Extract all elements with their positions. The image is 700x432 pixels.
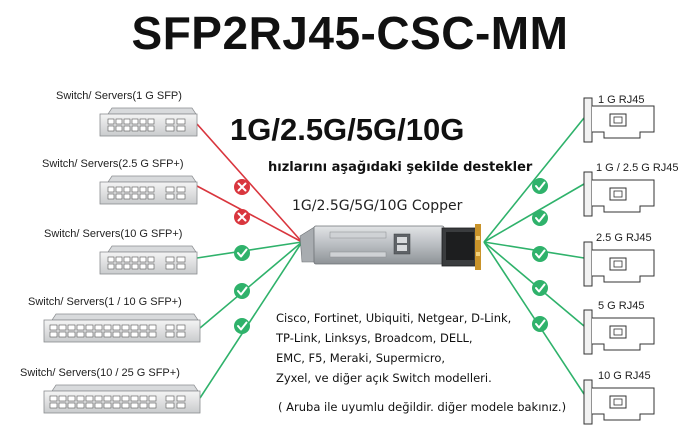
compatible-brands-list: Cisco, Fortinet, Ubiquiti, Netgear, D-Li… [276, 308, 511, 388]
switch-label-4: Switch/ Servers(1 / 10 G SFP+) [28, 296, 182, 308]
check-icon [234, 245, 250, 261]
brands-line-2: TP-Link, Linksys, Broadcom, DELL, [276, 331, 473, 345]
switch-device-4 [43, 313, 201, 343]
cross-icon [234, 179, 250, 195]
check-icon [234, 318, 250, 334]
switch-label-3: Switch/ Servers(10 G SFP+) [44, 228, 183, 240]
brands-line-4: Zyxel, ve diğer açık Switch modelleri. [276, 371, 492, 385]
nic-card-1 [583, 97, 655, 143]
check-icon [532, 280, 548, 296]
connection-line-nic-1 [483, 117, 585, 243]
check-icon [532, 246, 548, 262]
nic-card-4 [583, 309, 655, 355]
nic-label-1: 1 G RJ45 [598, 94, 645, 106]
switch-device-5 [43, 384, 201, 414]
connection-line-switch-5 [199, 241, 303, 399]
check-icon [234, 283, 250, 299]
switch-device-3 [99, 245, 198, 275]
speeds-heading: 1G/2.5G/5G/10G [230, 112, 465, 147]
switch-label-2: Switch/ Servers(2.5 G SFP+) [42, 158, 184, 170]
switch-label-5: Switch/ Servers(10 / 25 G SFP+) [20, 367, 180, 379]
nic-card-5 [583, 379, 655, 425]
switch-label-1: Switch/ Servers(1 G SFP) [56, 90, 182, 102]
switch-device-1 [99, 107, 198, 137]
page-title: SFP2RJ45-CSC-MM [131, 7, 569, 59]
check-icon [532, 178, 548, 194]
nic-card-3 [583, 241, 655, 287]
switch-device-2 [99, 175, 198, 205]
brands-line-3: EMC, F5, Meraki, Supermicro, [276, 351, 446, 365]
brands-line-1: Cisco, Fortinet, Ubiquiti, Netgear, D-Li… [276, 311, 512, 325]
support-text: hızlarını aşağıdaki şekilde destekler [268, 160, 533, 175]
connection-line-switch-4 [199, 241, 303, 329]
check-icon [532, 210, 548, 226]
compatibility-note: ( Aruba ile uyumlu değildir. diğer model… [278, 400, 567, 414]
connection-line-switch-2 [196, 185, 303, 243]
module-label: 1G/2.5G/5G/10G Copper [292, 198, 463, 214]
check-icon [532, 316, 548, 332]
nic-label-2: 1 G / 2.5 G RJ45 [596, 162, 679, 174]
nic-card-2 [583, 171, 655, 217]
connection-line-nic-5 [483, 241, 585, 395]
nic-label-4: 5 G RJ45 [598, 300, 645, 312]
connection-line-switch-3 [196, 241, 303, 259]
sfp-module [299, 224, 481, 270]
nic-label-3: 2.5 G RJ45 [596, 232, 652, 244]
connection-line-switch-1 [196, 123, 303, 243]
nic-label-5: 10 G RJ45 [598, 370, 651, 382]
cross-icon [234, 209, 250, 225]
